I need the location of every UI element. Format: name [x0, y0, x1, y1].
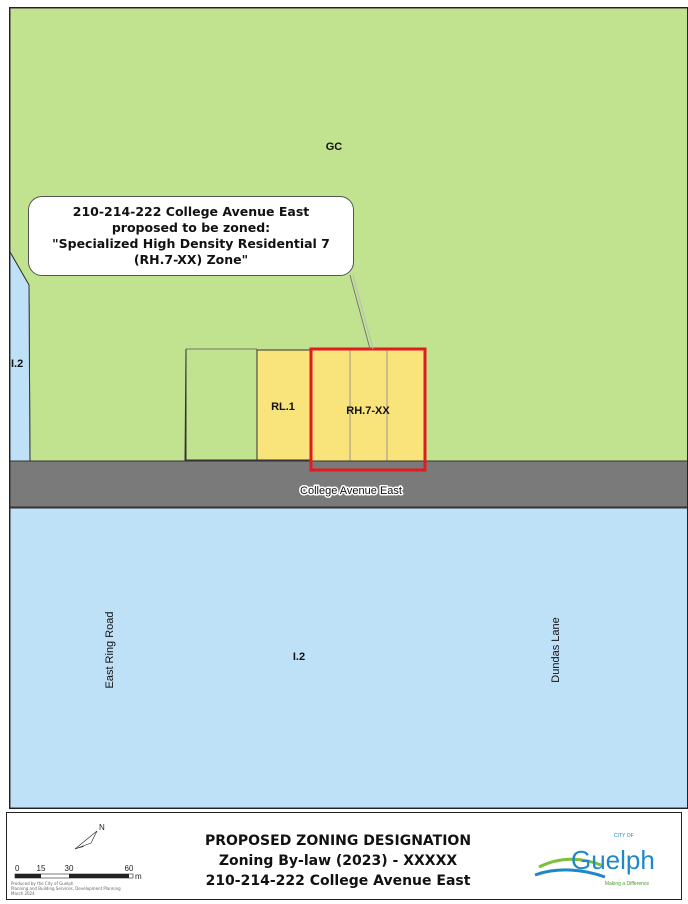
scale-tick-30: 30 — [65, 864, 74, 873]
zone-label-rh7: RH.7-XX — [346, 405, 390, 417]
subject-property-outline — [309, 347, 427, 472]
callout-line-3: "Specialized High Density Residential 7 — [52, 236, 330, 251]
road-college-avenue — [9, 460, 688, 508]
zoning-callout: 210-214-222 College Avenue East proposed… — [28, 196, 354, 276]
zone-label-rl1: RL.1 — [271, 401, 295, 413]
zoning-map: GC I.2 RL.1 RH.7-XX I.2 College Avenue E… — [9, 7, 688, 809]
map-credit: Produced by the City of Guelph Planning … — [11, 881, 121, 896]
scale-bar: N 0 15 30 60 m — [14, 823, 142, 881]
svg-text:CITY OF: CITY OF — [614, 833, 634, 839]
zone-rl1-lot — [256, 349, 312, 461]
scale-tick-0: 0 — [15, 864, 20, 873]
road-label-college-halo: College Avenue East — [300, 485, 402, 497]
callout-line-4: (RH.7-XX) Zone" — [133, 252, 249, 267]
map-canvas: GC I.2 RL.1 RH.7-XX I.2 College Avenue E… — [9, 7, 688, 809]
zone-label-i2-south: I.2 — [293, 651, 305, 663]
north-arrow-icon: N — [74, 823, 105, 850]
road-label-east-ring: East Ring Road — [104, 611, 116, 688]
road-label-dundas: Dundas Lane — [550, 617, 562, 682]
zone-label-gc: GC — [326, 141, 343, 153]
scale-tick-15: 15 — [37, 864, 46, 873]
svg-text:N: N — [99, 823, 105, 832]
scale-tick-60: 60 — [125, 864, 134, 873]
zone-rh7-lot — [311, 349, 425, 470]
svg-text:Making a Difference: Making a Difference — [605, 881, 650, 887]
svg-text:Guelph: Guelph — [571, 845, 655, 875]
callout-leader-line — [349, 274, 371, 350]
callout-line-2: proposed to be zoned: — [111, 220, 271, 235]
callout-line-1: 210-214-222 College Avenue East — [72, 204, 310, 219]
map-address: 210-214-222 College Avenue East — [205, 873, 471, 889]
title-block: PROPOSED ZONING DESIGNATION Zoning By-la… — [177, 831, 499, 891]
zone-label-i2-west: I.2 — [11, 358, 23, 370]
map-title: PROPOSED ZONING DESIGNATION — [204, 833, 472, 849]
guelph-logo-icon: CITY OF Guelph Making a Difference — [534, 833, 655, 887]
scale-unit: m — [135, 872, 142, 881]
map-footer: N 0 15 30 60 m Produced by the City of G… — [6, 812, 682, 900]
map-subtitle: Zoning By-law (2023) - XXXXX — [218, 853, 458, 869]
road-label-college: College Avenue East — [300, 485, 402, 497]
